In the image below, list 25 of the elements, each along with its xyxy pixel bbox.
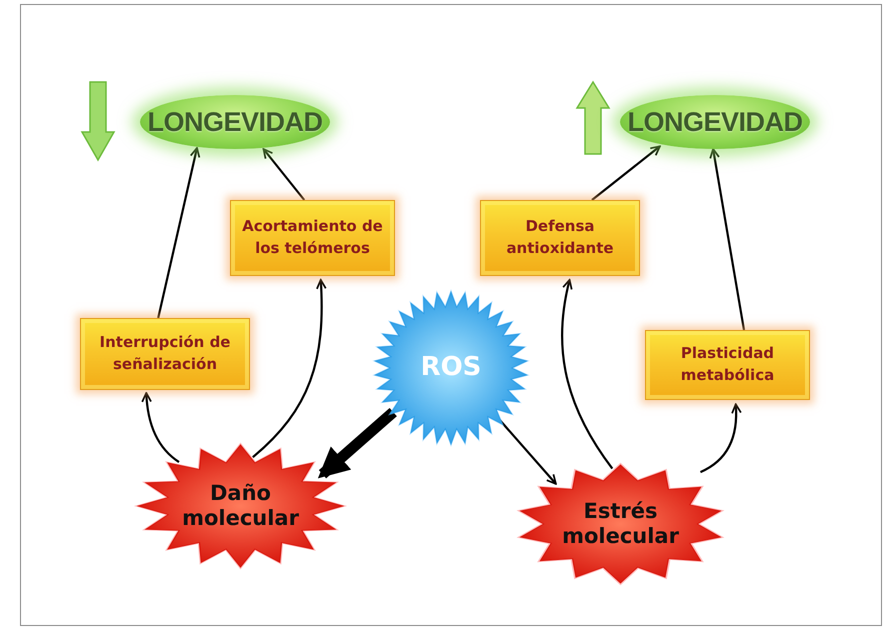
arrow — [142, 392, 180, 463]
arrow — [700, 403, 742, 474]
arrow — [157, 147, 200, 318]
arrow — [318, 408, 397, 478]
ellipse-node — [620, 95, 810, 149]
arrow — [252, 278, 326, 458]
node-label: ROS — [420, 352, 482, 384]
node-label: Estrés molecular — [561, 498, 680, 550]
starburst-node — [518, 465, 723, 583]
node-label: LONGEVIDAD — [627, 106, 802, 138]
ellipse-node — [140, 95, 330, 149]
node-label: LONGEVIDAD — [147, 106, 322, 138]
box-label: Acortamiento de los telómeros — [241, 216, 384, 259]
box-label: Plasticidad metabólica — [680, 343, 776, 386]
arrow — [709, 148, 746, 330]
arrow — [591, 145, 661, 201]
arrow — [262, 148, 306, 201]
box-label: Defensa antioxidante — [505, 216, 615, 259]
box-label: Interrupción de señalización — [98, 332, 232, 375]
process-box — [645, 330, 810, 400]
arrow — [561, 278, 614, 470]
process-box — [80, 318, 250, 390]
starburst-node — [375, 292, 527, 444]
process-box — [230, 200, 395, 276]
process-box — [480, 200, 640, 276]
